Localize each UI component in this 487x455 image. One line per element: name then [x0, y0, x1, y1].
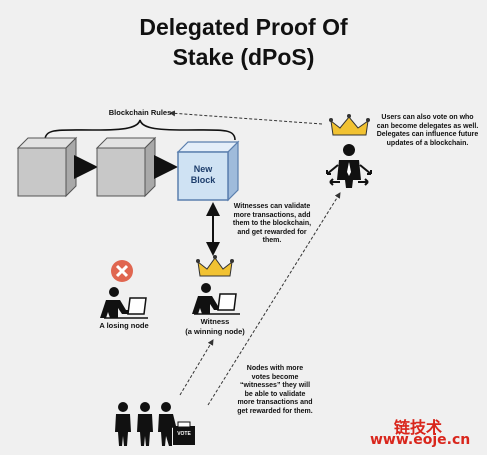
witness-note-line1: Witnesses can validate — [233, 203, 311, 210]
witness-note-line2: more transactions, add — [233, 211, 311, 219]
losing-node-label: A losing node — [99, 321, 149, 330]
delegate-person-icon — [326, 144, 372, 188]
voter-person-1-icon — [115, 402, 131, 446]
delegate-to-rules-arrow — [169, 110, 323, 125]
voters-to-delegate-arrow — [207, 192, 341, 406]
witness-note-line3: them to the blockchain, — [232, 220, 312, 227]
watermark-line1: 链技术 — [394, 418, 443, 437]
voters-to-witness-arrow — [179, 339, 214, 396]
blockchain-rules-brace — [44, 119, 236, 141]
ballot-box-icon — [173, 421, 195, 445]
voter-person-2-icon — [137, 402, 153, 446]
losing-node-person-icon — [100, 287, 148, 319]
witness-label: Witness (a winning node) — [170, 317, 260, 337]
new-block-label: New Block — [178, 164, 228, 186]
nodes-note: Nodes with more votes become “witnesses”… — [225, 365, 325, 416]
nodes-note-line1: Nodes with more — [246, 365, 304, 372]
new-block — [176, 140, 240, 202]
blockchain-block-2 — [95, 136, 157, 198]
voter-person-3-icon — [158, 402, 176, 446]
diagram-title-line2: Stake (dPoS) — [172, 44, 315, 70]
nodes-note-line6: get rewarded for them. — [237, 407, 313, 415]
losing-node-x-icon — [111, 260, 133, 282]
witness-label-line1: Witness — [200, 317, 230, 326]
delegate-crown-icon — [329, 114, 370, 136]
users-note-line1: Users can also vote on who — [381, 114, 474, 121]
new-block-label-line1: New — [193, 164, 213, 174]
ballot-box-label: VOTE — [177, 431, 191, 437]
blockchain-block-1 — [16, 136, 78, 198]
users-note-line3: Delegates can influence future — [376, 131, 479, 138]
witness-note-line4: and get rewarded for — [237, 228, 307, 236]
users-note: Users can also vote on who can become de… — [370, 114, 485, 148]
nodes-note-line3: “witnesses” they will — [239, 382, 311, 389]
nodes-note-line4: be able to validate — [244, 390, 306, 398]
users-note-line4: updates of a blockchain. — [386, 139, 469, 147]
users-note-line2: can become delegates as well. — [376, 122, 479, 130]
witness-crown-icon — [196, 255, 234, 277]
nodes-note-line5: more transactions and — [237, 399, 313, 406]
witness-label-line2: (a winning node) — [185, 327, 245, 336]
witness-person-icon — [192, 283, 240, 315]
diagram-title-line1: Delegated Proof Of — [139, 14, 348, 40]
nodes-note-line2: votes become — [251, 373, 299, 381]
new-block-label-line2: Block — [190, 175, 216, 185]
witness-note: Witnesses can validate more transactions… — [222, 203, 322, 246]
witness-note-line5: them. — [262, 237, 282, 244]
watermark-line2: www.eoje.cn — [370, 432, 471, 448]
blockchain-rules-label: Blockchain Rules — [108, 108, 172, 117]
